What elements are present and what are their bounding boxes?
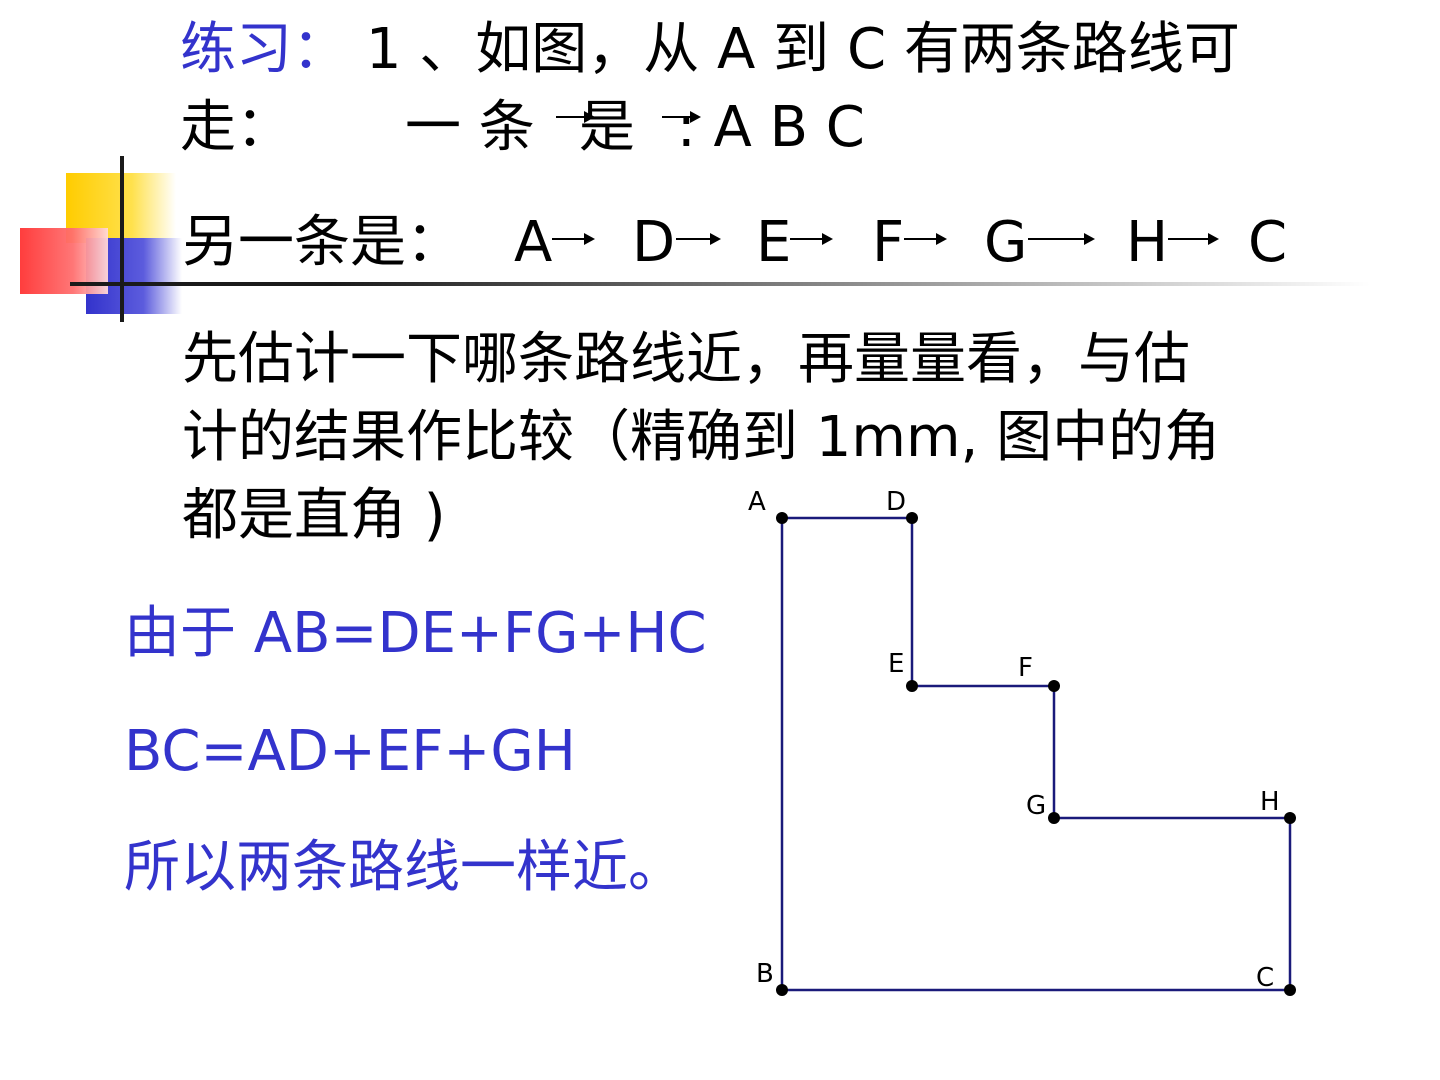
exercise-line-4: 先估计一下哪条路线近，再量量看，与估 (182, 327, 1190, 392)
route2-point-e: E (756, 210, 792, 275)
exercise-question-text: 1 、如图，从 A 到 C 有两条路线可 (365, 17, 1240, 82)
exercise-line2-end: : A B C (676, 95, 865, 160)
route2-point-h: H (1126, 210, 1169, 275)
point-a (776, 512, 788, 524)
route2-prefix: 另一条是： (182, 210, 462, 275)
decor-horizontal-rule (70, 282, 1370, 286)
exercise-line-1: 练习： 1 、如图，从 A 到 C 有两条路线可 (180, 22, 1240, 78)
answer-line-2: BC=AD+EF+GH (124, 719, 576, 784)
decor-vertical-rule (120, 156, 124, 322)
route2-point-a: A (514, 210, 553, 275)
route-diagram: A D E F G H B C (748, 487, 1296, 996)
point-label-b: B (756, 959, 774, 989)
exercise-line2-start: 走： (180, 95, 292, 160)
point-label-g: G (1026, 791, 1046, 821)
exercise-line2-is: 是 (578, 95, 635, 160)
diagram-labels: A D E F G H B C (748, 487, 1280, 993)
route2-point-d: D (632, 210, 676, 275)
exercise-line-6: 都是直角 ) (182, 483, 446, 548)
diagram-points (776, 512, 1296, 996)
point-d (906, 512, 918, 524)
route2-point-g: G (984, 210, 1028, 275)
exercise-line-3: 另一条是： (182, 215, 462, 271)
answer-line-1: 由于 AB=DE+FG+HC (124, 601, 707, 666)
answer-line-3: 所以两条路线一样近。 (124, 835, 684, 900)
route2-point-f: F (872, 210, 905, 275)
route2-point-c: C (1248, 210, 1288, 275)
exercise-line2-route1: 一 条是: A B C (405, 100, 865, 156)
point-e (906, 680, 918, 692)
point-f (1048, 680, 1060, 692)
point-label-e: E (888, 649, 904, 679)
point-g (1048, 812, 1060, 824)
point-label-a: A (748, 487, 766, 517)
point-c (1284, 984, 1296, 996)
point-h (1284, 812, 1296, 824)
point-b (776, 984, 788, 996)
exercise-label: 练习： (180, 17, 348, 82)
point-label-d: D (886, 487, 906, 517)
point-label-f: F (1018, 653, 1033, 683)
exercise-line-5: 计的结果作比较（精确到 1mm, 图中的角 (182, 405, 1221, 470)
point-label-c: C (1256, 963, 1274, 993)
diagram-lines (780, 516, 1292, 992)
exercise-line-2: 走： (180, 100, 292, 156)
exercise-line2-mid: 一 条 (405, 95, 535, 160)
point-label-h: H (1260, 787, 1280, 817)
